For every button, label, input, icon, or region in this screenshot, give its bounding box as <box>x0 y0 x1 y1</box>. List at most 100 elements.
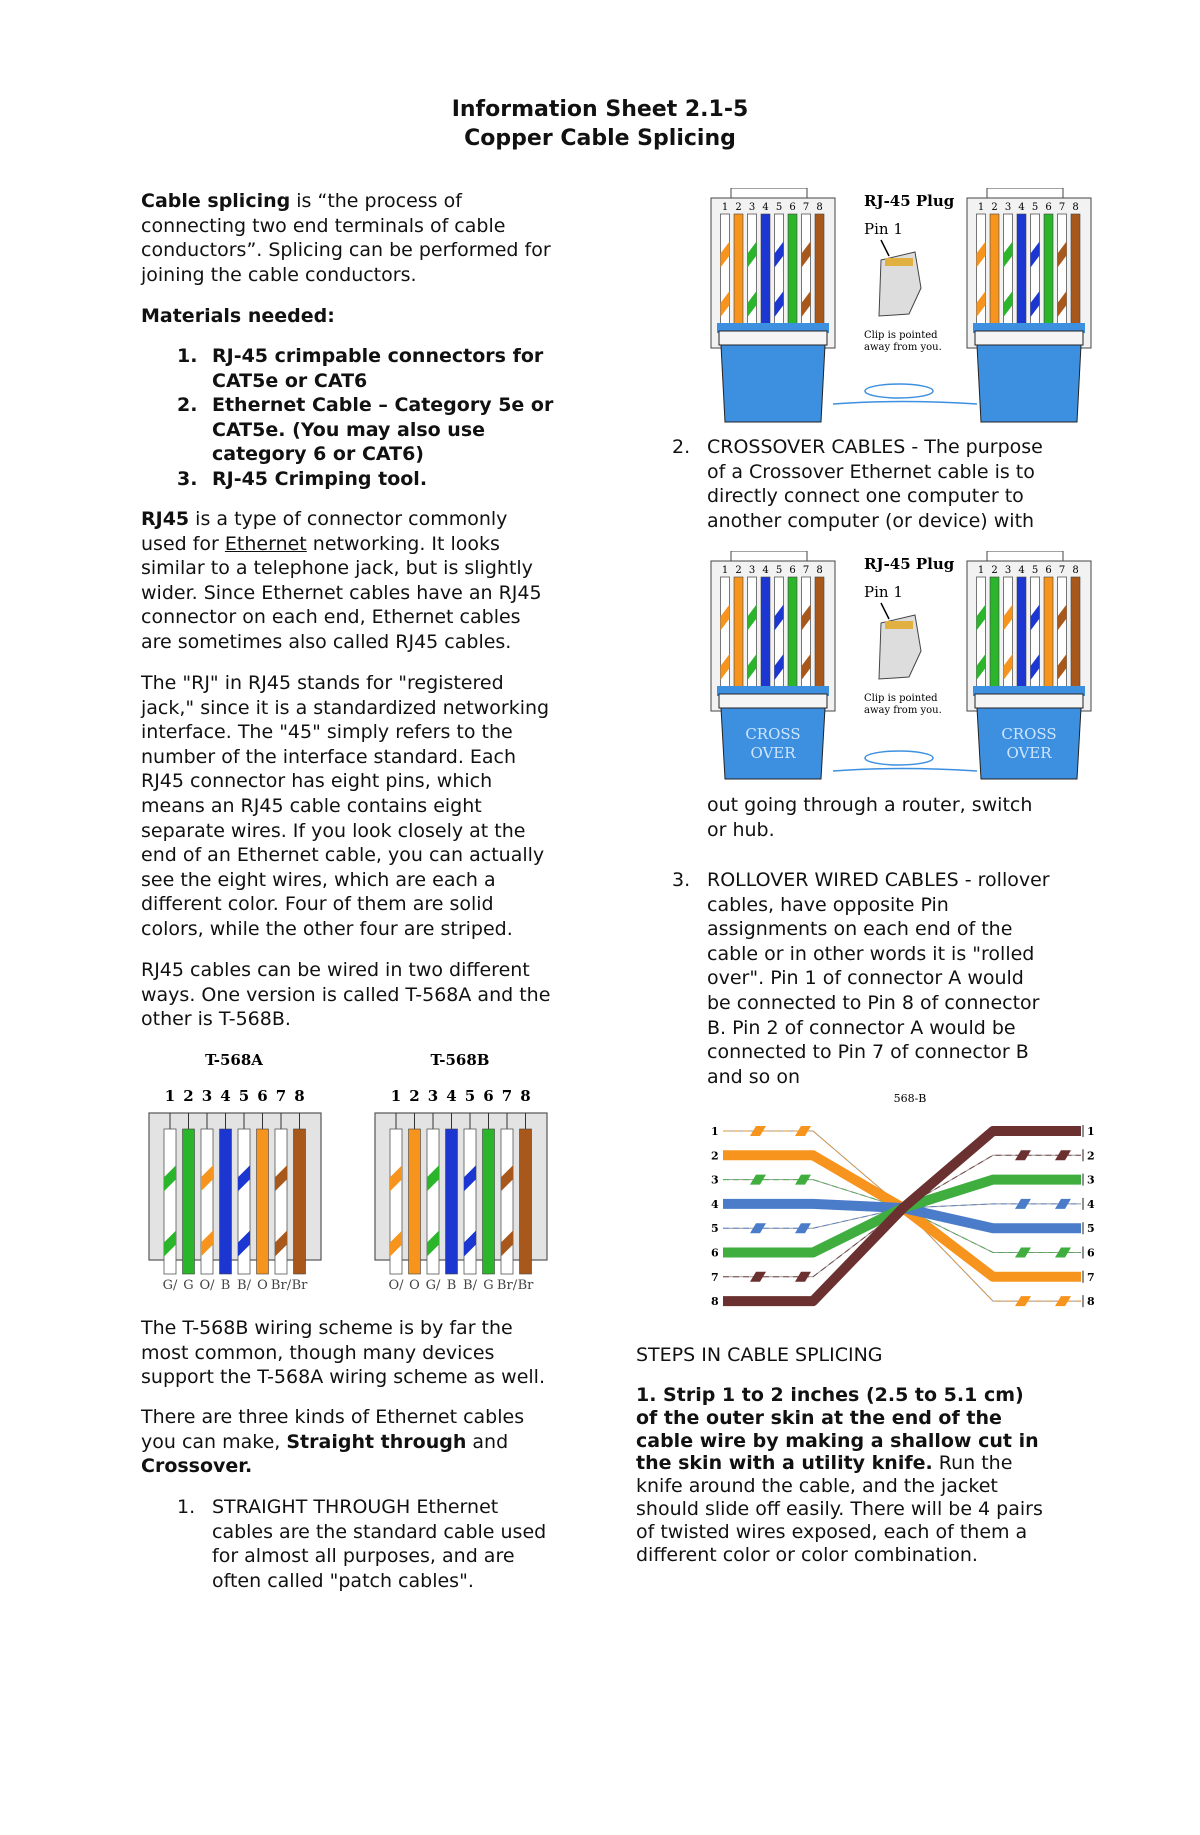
solid-wire <box>182 1128 195 1275</box>
jacket-top <box>973 686 1085 696</box>
solid-wire <box>1016 576 1027 688</box>
t568a-title: T-568A <box>205 1051 263 1069</box>
wire-label: O <box>409 1278 420 1293</box>
text-line: of a Crossover Ethernet cable is to <box>707 460 1043 485</box>
pin-number: 5 <box>239 1087 249 1105</box>
text-span: CAT5e. (You may also use <box>212 418 486 441</box>
pin-number: 8 <box>520 1087 530 1105</box>
wire-stripe <box>275 1165 287 1192</box>
wire-label: B/ <box>237 1278 252 1293</box>
wire-stripe <box>1003 654 1013 680</box>
pin-1-label: Pin 1 <box>864 220 903 238</box>
wire-stripe <box>1015 1198 1031 1209</box>
clip-note: away from you. <box>864 705 942 716</box>
t568-wiring-diagram: T-568A1G/2G3O/4B5B/6O7Br/8BrT-568B1O/2O3… <box>148 1051 548 1293</box>
text-line: different color. Four of them are solid <box>141 892 549 917</box>
pin-number: 3 <box>428 1087 438 1105</box>
text-span: number of the interface standard. Each <box>141 745 517 768</box>
pin-number: 7 <box>1059 202 1065 213</box>
solid-wire <box>482 1128 495 1275</box>
pin-number: 5 <box>776 565 782 576</box>
text-line: CROSSOVER CABLES - The purpose <box>707 435 1043 460</box>
text-line: often called "patch cables". <box>212 1569 546 1594</box>
solid-wire <box>760 213 771 325</box>
text-span: directly connect one computer to <box>707 485 1024 508</box>
wire-stripe <box>1030 241 1040 268</box>
wire-stripe <box>801 604 811 631</box>
left-pin-number: 3 <box>711 1174 719 1187</box>
text-span: for almost all purposes, and are <box>212 1545 515 1568</box>
pin-number: 4 <box>1018 565 1024 576</box>
pin-arrow <box>880 239 890 257</box>
text-line: assignments on each end of the <box>707 917 1050 942</box>
wire-stripe <box>164 1165 176 1192</box>
right-pin-number: 2 <box>1087 1149 1095 1162</box>
text-span: separate wires. If you look closely at t… <box>141 819 526 842</box>
solid-wire <box>814 213 825 325</box>
wire-stripe <box>795 1271 811 1282</box>
ethernet-link[interactable]: Ethernet <box>224 532 307 555</box>
wire-stripe <box>1055 1198 1071 1209</box>
wire-stripe <box>201 1165 213 1192</box>
pin-number: 4 <box>220 1087 230 1105</box>
text-line: RJ45 is a type of connector commonly <box>141 507 542 532</box>
pin-number: 1 <box>978 202 984 213</box>
pin-number: 7 <box>803 565 809 576</box>
wire-stripe <box>464 1165 476 1192</box>
text-span: similar to a telephone jack, but is slig… <box>141 557 533 580</box>
wire-stripe <box>750 1271 766 1282</box>
text-line: number of the interface standard. Each <box>141 745 549 770</box>
text-span: support the T-568A wiring scheme as well… <box>141 1366 546 1389</box>
solid-wire <box>787 576 798 688</box>
text-line: most common, though many devices <box>141 1341 545 1366</box>
text-span: Ethernet Cable – Category 5e or <box>212 394 554 417</box>
left-pin-number: 7 <box>711 1271 719 1284</box>
wire-stripe <box>976 654 986 680</box>
text-line: ways. One version is called T-568A and t… <box>141 983 550 1008</box>
page-title: Information Sheet 2.1-5 Copper Cable Spl… <box>0 95 1200 153</box>
right-pin-number: 1 <box>1087 1125 1095 1138</box>
wire-stripe <box>427 1165 439 1192</box>
pin-number: 3 <box>749 565 755 576</box>
cable-jacket <box>720 707 826 780</box>
list-number: 1. <box>177 345 198 367</box>
text-span: connecting two end terminals of cable <box>141 214 506 237</box>
bold-text: of the outer skin at the end of the <box>636 1406 1002 1429</box>
jacket-top <box>973 323 1085 333</box>
wire-stripe <box>464 1230 476 1257</box>
cable-line <box>832 400 978 405</box>
text-span: STRAIGHT THROUGH Ethernet <box>212 1496 499 1518</box>
solid-wire <box>787 213 798 325</box>
pin-number: 5 <box>465 1087 475 1105</box>
pin-number: 8 <box>816 202 822 213</box>
wire-label: Br/ <box>497 1278 518 1293</box>
text-span: CROSSOVER CABLES - The purpose <box>707 436 1043 458</box>
bold-text: Straight through <box>286 1430 467 1453</box>
wire-stripe <box>747 241 757 268</box>
text-span: connector on each end, Ethernet cables <box>141 606 521 629</box>
solid-wire <box>445 1128 458 1275</box>
wire-stripe <box>1015 1150 1031 1161</box>
wire-stripe <box>427 1230 439 1257</box>
wire-stripe <box>201 1230 213 1257</box>
clip-note: away from you. <box>864 342 942 353</box>
plug-contacts <box>885 621 913 629</box>
right-pin-number: 8 <box>1087 1295 1095 1308</box>
sheet-number: Information Sheet 2.1-5 <box>451 97 749 122</box>
text-span: conductors”. Splicing can be performed f… <box>141 239 551 262</box>
solid-wire <box>1070 213 1081 325</box>
text-line: the skin with a utility knife. Run the <box>636 1452 1043 1475</box>
wire-stripe <box>390 1230 402 1257</box>
wire-stripe <box>750 1174 766 1185</box>
cable-kinds-paragraph: There are three kinds of Ethernet cables… <box>141 1405 524 1479</box>
left-pin-number: 5 <box>711 1222 719 1235</box>
plug-label: RJ-45 Plug <box>864 555 955 573</box>
bold-text: cable wire by making a shallow cut in <box>636 1429 1039 1452</box>
text-line: similar to a telephone jack, but is slig… <box>141 556 542 581</box>
pin-number: 2 <box>735 202 741 213</box>
text-span: and so on <box>707 1065 801 1088</box>
text-span: is “the process of <box>290 190 462 212</box>
